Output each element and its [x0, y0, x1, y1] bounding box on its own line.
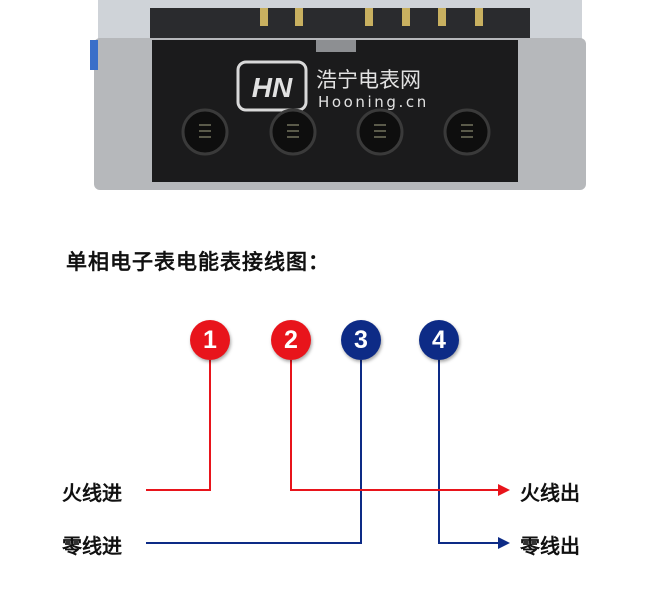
arrow-right-icon: [498, 484, 510, 496]
svg-text:Hooning.cn: Hooning.cn: [318, 93, 429, 111]
diagram-title: 单相电子表电能表接线图：: [66, 250, 330, 274]
label-neutral-out: 零线出: [520, 534, 580, 558]
terminal-badge-3: 3: [341, 320, 381, 360]
svg-text:HN: HN: [252, 72, 293, 103]
label-live-in: 火线进: [62, 481, 122, 505]
terminal-badge-1: 1: [190, 320, 230, 360]
label-neutral-in: 零线进: [62, 534, 122, 558]
hooning-logo: HN 浩宁电表网 Hooning.cn: [236, 60, 429, 112]
label-live-out: 火线出: [520, 481, 580, 505]
terminal-badge-4: 4: [419, 320, 459, 360]
terminal-screws-icon: [260, 8, 483, 26]
arrow-right-icon: [498, 537, 510, 549]
terminal-badge-2: 2: [271, 320, 311, 360]
meter-terminal-photo: HN 浩宁电表网 Hooning.cn: [90, 0, 586, 190]
svg-text:浩宁电表网: 浩宁电表网: [316, 68, 421, 92]
terminal-holes: [181, 108, 491, 156]
